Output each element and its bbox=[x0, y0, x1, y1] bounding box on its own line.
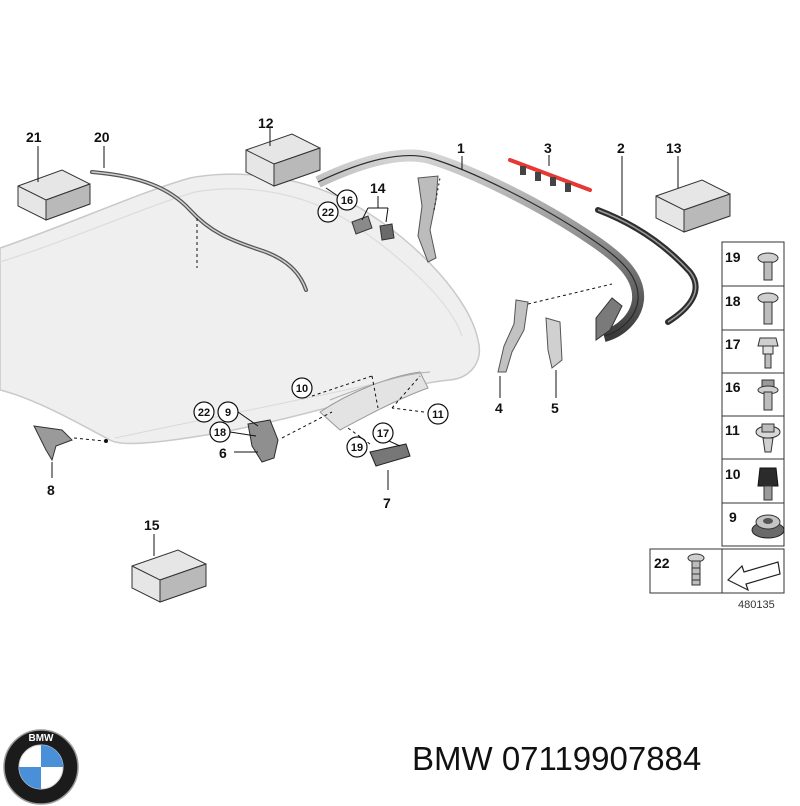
stud-bolt-icon bbox=[687, 553, 705, 586]
legend-number-11: 11 bbox=[725, 422, 740, 438]
logo-letters: BMW bbox=[29, 733, 55, 744]
svg-text:16: 16 bbox=[341, 195, 353, 207]
circled-callout-19: 19 bbox=[346, 436, 368, 458]
clip-part-14b bbox=[379, 223, 395, 241]
seal-3-red bbox=[508, 158, 592, 192]
svg-text:17: 17 bbox=[377, 428, 389, 440]
expanding-rivet-icon bbox=[755, 423, 781, 453]
hinge-part-6 bbox=[247, 419, 279, 463]
rubber-buffer-icon bbox=[757, 467, 779, 501]
collar-bolt-icon bbox=[757, 379, 779, 411]
seal-strip-20-highlight bbox=[91, 171, 307, 291]
callout-5: 5 bbox=[551, 400, 559, 416]
legend-number-19: 19 bbox=[725, 249, 741, 265]
callout-1: 1 bbox=[457, 140, 465, 156]
legend-extra-panel: 22 bbox=[649, 548, 785, 594]
grommet-icon bbox=[751, 514, 785, 539]
callout-6: 6 bbox=[219, 445, 227, 461]
flat-head-screw-icon bbox=[757, 252, 779, 281]
bracket-part-7 bbox=[369, 443, 411, 467]
svg-text:11: 11 bbox=[432, 409, 444, 421]
svg-text:9: 9 bbox=[225, 407, 231, 419]
part-caption: BMW 07119907884 bbox=[412, 740, 792, 784]
legend-number-16: 16 bbox=[725, 379, 741, 395]
diagram-reference-code: 480135 bbox=[738, 599, 775, 611]
callout-3: 3 bbox=[544, 140, 552, 156]
circled-callout-18: 18 bbox=[209, 421, 231, 443]
circled-callout-11: 11 bbox=[427, 403, 449, 425]
roof-panel bbox=[0, 173, 481, 445]
svg-text:18: 18 bbox=[214, 427, 226, 439]
legend-number-17: 17 bbox=[725, 336, 741, 352]
callout-2: 2 bbox=[617, 140, 625, 156]
flange-screw-icon bbox=[757, 292, 779, 325]
callout-13: 13 bbox=[666, 140, 682, 156]
circled-callout-22-left: 22 bbox=[193, 401, 215, 423]
circled-callout-22-top: 22 bbox=[317, 201, 339, 223]
bracket-part-5 bbox=[545, 317, 563, 369]
fastener-legend: 19 18 17 16 11 10 9 bbox=[721, 241, 785, 547]
seal-3-clips bbox=[520, 166, 571, 192]
roof-panel-inner-edge bbox=[0, 188, 463, 337]
circled-callout-9: 9 bbox=[217, 401, 239, 423]
rail-end-bracket bbox=[595, 297, 623, 341]
callout-14: 14 bbox=[370, 180, 386, 196]
svg-text:22: 22 bbox=[322, 207, 334, 219]
legend-number-10: 10 bbox=[725, 466, 741, 482]
callout-21: 21 bbox=[26, 129, 42, 145]
bracket-part-4 bbox=[497, 299, 529, 373]
package-box-21 bbox=[17, 146, 91, 221]
front-bracket bbox=[417, 175, 439, 263]
callout-4: 4 bbox=[495, 400, 503, 416]
bmw-logo-icon: BMW bbox=[3, 729, 79, 805]
svg-text:19: 19 bbox=[351, 442, 363, 454]
circled-callout-10: 10 bbox=[291, 377, 313, 399]
assembly-arrow-icon bbox=[726, 561, 781, 592]
part-number: 07119907884 bbox=[501, 740, 702, 777]
legend-number-18: 18 bbox=[725, 293, 741, 309]
package-box-12 bbox=[245, 128, 321, 187]
legend-number-22: 22 bbox=[654, 555, 670, 571]
package-box-13 bbox=[655, 156, 731, 233]
hinge-mechanism bbox=[319, 371, 429, 431]
callout-20: 20 bbox=[94, 129, 110, 145]
callout-15: 15 bbox=[144, 517, 160, 533]
callout-7: 7 bbox=[383, 495, 391, 511]
svg-text:10: 10 bbox=[296, 383, 308, 395]
callout-8: 8 bbox=[47, 482, 55, 498]
package-box-15 bbox=[131, 534, 207, 603]
circled-callout-17: 17 bbox=[372, 422, 394, 444]
circled-callout-16: 16 bbox=[336, 189, 358, 211]
hinge-part-8 bbox=[33, 425, 73, 462]
hex-bolt-icon bbox=[757, 337, 779, 369]
callout-12: 12 bbox=[258, 115, 274, 131]
brand-name: BMW bbox=[412, 740, 493, 777]
svg-text:22: 22 bbox=[198, 407, 210, 419]
legend-number-9: 9 bbox=[729, 509, 737, 525]
